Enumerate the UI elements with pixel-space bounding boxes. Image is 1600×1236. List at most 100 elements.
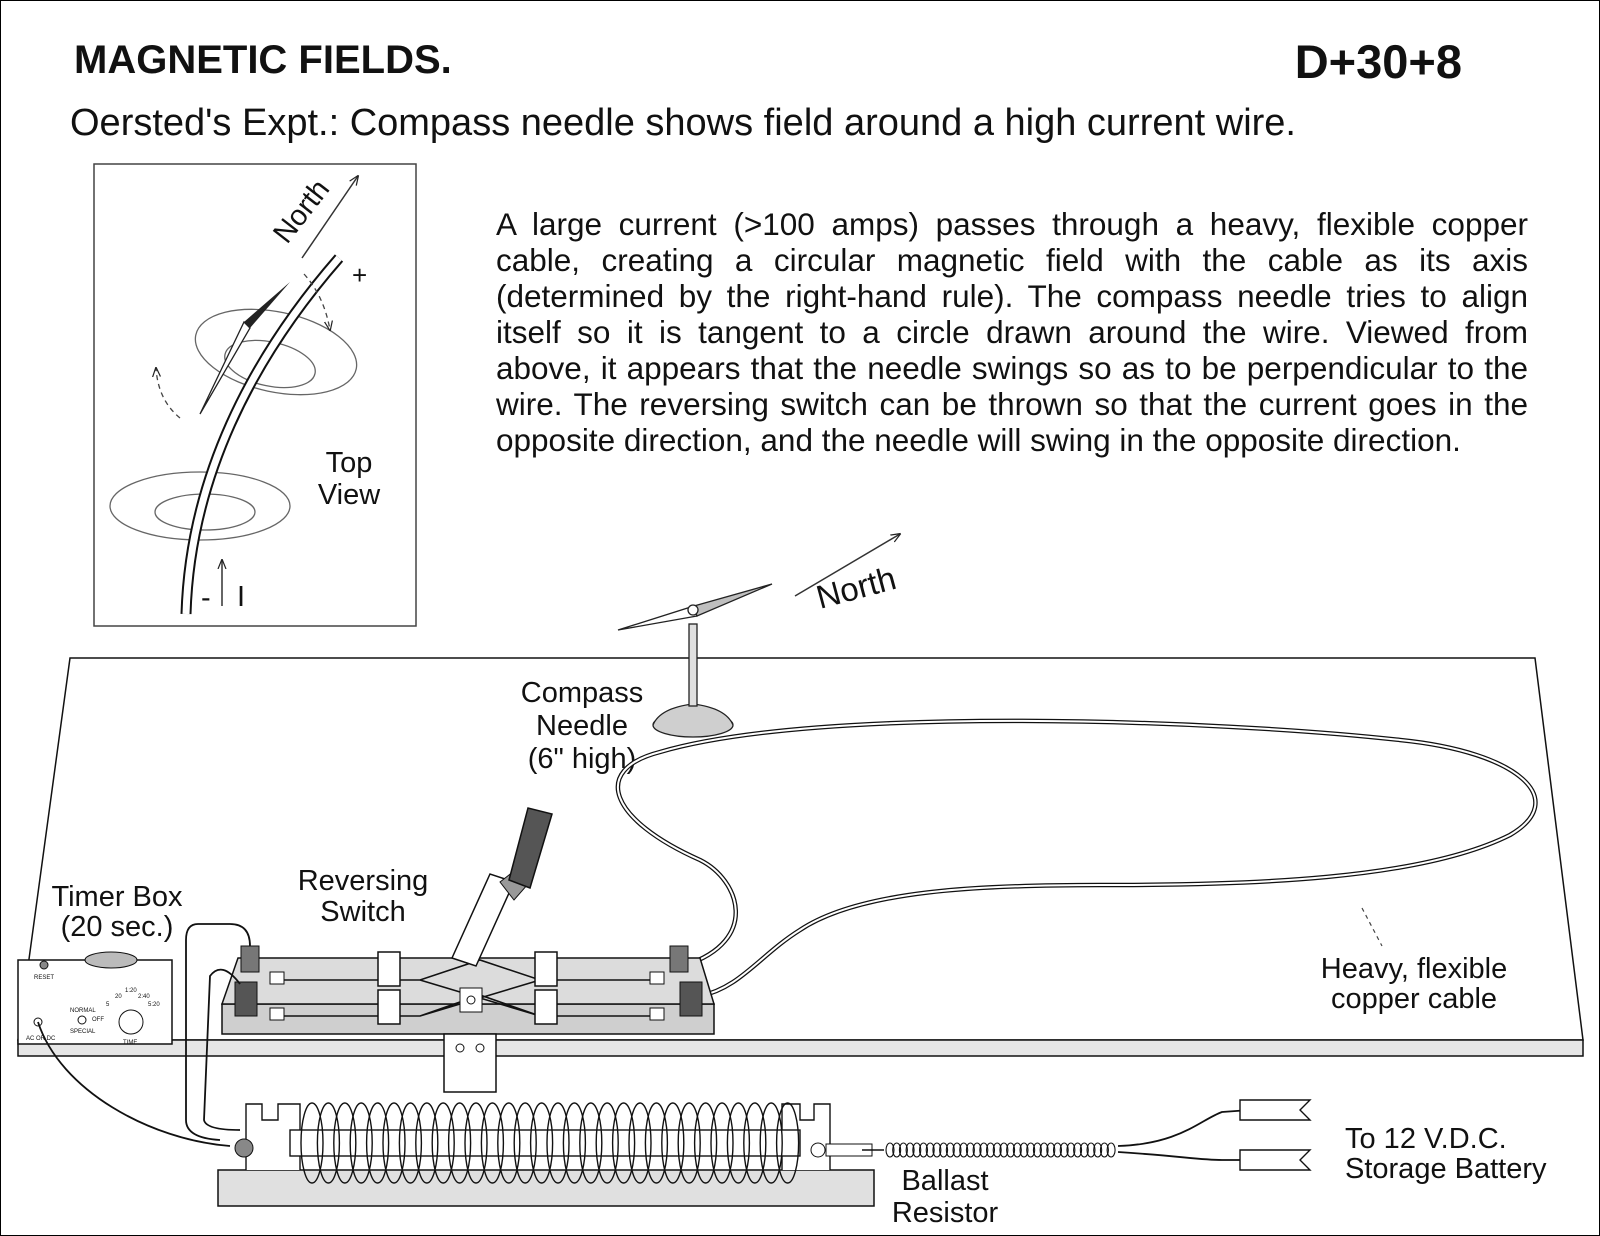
compass-pivot [687, 604, 699, 616]
field-loop-upper-outer [194, 308, 358, 396]
coil-turn [595, 1102, 619, 1184]
coil-turn [464, 1102, 488, 1184]
dial-mark-1-20: 1:20 [125, 988, 137, 994]
cable-leader-line [1361, 907, 1383, 947]
compass-label-1: Compass [521, 677, 644, 709]
ballast-turn [918, 1142, 929, 1158]
coil-turn [546, 1102, 570, 1184]
ballast-turn [1046, 1142, 1056, 1158]
ballast-turn [945, 1142, 955, 1158]
switch-clip-4 [534, 989, 558, 1025]
coil-turn [661, 1102, 685, 1184]
ballast-turn [1106, 1142, 1116, 1158]
binding-post-2 [234, 981, 258, 1017]
screw-3 [649, 971, 665, 985]
ballast-turn [1006, 1142, 1016, 1158]
ballast-turn [925, 1142, 935, 1158]
ballast-resistor: Ballast Resistor [825, 1142, 1116, 1229]
ballast-turn [1079, 1142, 1089, 1158]
screw-4 [649, 1007, 665, 1021]
off-label: OFF [92, 1017, 104, 1023]
description-paragraph: A large current (>100 amps) passes throu… [496, 206, 1528, 458]
alligator-clip-2 [1239, 1149, 1312, 1171]
coil-turn [447, 1102, 472, 1184]
demo-code: D+30+8 [1294, 35, 1462, 88]
coil-turn [382, 1102, 406, 1184]
ballast-turn [932, 1142, 942, 1158]
top-view-label-1: Top [326, 447, 373, 479]
needle-south-half [199, 320, 251, 415]
ballast-turn [1073, 1142, 1083, 1158]
table-edge [17, 1039, 1584, 1057]
ballast-turn [1012, 1142, 1022, 1158]
ballast-turn [1099, 1142, 1109, 1158]
bracket-screw-1 [455, 1043, 465, 1053]
battery-label-2: Storage Battery [1345, 1153, 1547, 1185]
dial-mark-20: 20 [115, 994, 122, 1000]
switch-pivot-pin [466, 995, 476, 1005]
cable-label-1: Heavy, flexible [1321, 953, 1507, 985]
switch-bracket [443, 1033, 497, 1093]
ballast-turn [898, 1142, 908, 1158]
reset-button [39, 960, 49, 970]
coil-turn [480, 1102, 505, 1184]
ballast-turn [972, 1142, 982, 1158]
coil-turn [693, 1102, 718, 1184]
ballast-turn [1039, 1142, 1049, 1158]
coil-turn [677, 1102, 701, 1184]
coil-turn [726, 1102, 751, 1184]
swing-arrow-left [156, 368, 181, 419]
coil-turn [611, 1102, 636, 1184]
coil-turn [775, 1102, 800, 1184]
time-knob [118, 1009, 144, 1035]
coil-turn [644, 1102, 669, 1184]
special-label: SPECIAL [70, 1029, 96, 1035]
current-label: I [237, 581, 245, 613]
battery-lead-positive [1117, 1109, 1251, 1147]
switch-label-2: Switch [320, 896, 405, 928]
compass-needle-south [617, 605, 698, 631]
coil-turn [743, 1102, 767, 1184]
compass-stand [688, 623, 698, 707]
connecting-wires [37, 923, 251, 1147]
resistor-coil-turns [300, 1102, 800, 1184]
mode-toggle [77, 1015, 87, 1025]
coil-turn [529, 1102, 554, 1184]
dial-mark-5: 5 [106, 1002, 110, 1008]
binding-post-3 [669, 945, 689, 973]
coil-turn [300, 1102, 324, 1184]
north-arrow [794, 534, 900, 597]
reset-label: RESET [34, 975, 54, 981]
reversing-switch: Reversing Switch [220, 807, 716, 1093]
needle-north-half [244, 282, 290, 328]
ballast-turn [912, 1142, 922, 1158]
ballast-turn [952, 1142, 962, 1158]
ballast-coil-turns [885, 1142, 1116, 1158]
coil-turn [398, 1102, 423, 1184]
switch-label-1: Reversing [298, 865, 429, 897]
battery-label-1: To 12 V.D.C. [1345, 1123, 1507, 1155]
coil-turn [333, 1102, 357, 1184]
top-view-inset: North I - + Top View [93, 163, 417, 627]
switch-handle [508, 807, 553, 889]
north-label: North [812, 559, 900, 616]
coil-turn [365, 1102, 390, 1184]
resistor-base [217, 1169, 875, 1207]
screw-1 [269, 971, 285, 985]
ballast-turn [999, 1142, 1009, 1158]
top-view-label-2: View [318, 479, 381, 511]
minus-terminal-label: - [201, 582, 211, 614]
switch-clip-1 [377, 951, 401, 987]
ballast-turn [892, 1142, 902, 1158]
inset-frame [93, 163, 417, 627]
coil-turn [349, 1102, 373, 1184]
field-loop-lower-outer [109, 471, 291, 541]
switch-clip-2 [377, 989, 401, 1025]
wire-switch-to-terminal [203, 968, 241, 1131]
copper-cable: Heavy, flexible copper cable [615, 718, 1538, 1015]
coil-turn [316, 1102, 341, 1184]
terminal-screw-right [810, 1142, 826, 1158]
coil-turn [628, 1102, 652, 1184]
binding-post-4 [679, 981, 703, 1017]
